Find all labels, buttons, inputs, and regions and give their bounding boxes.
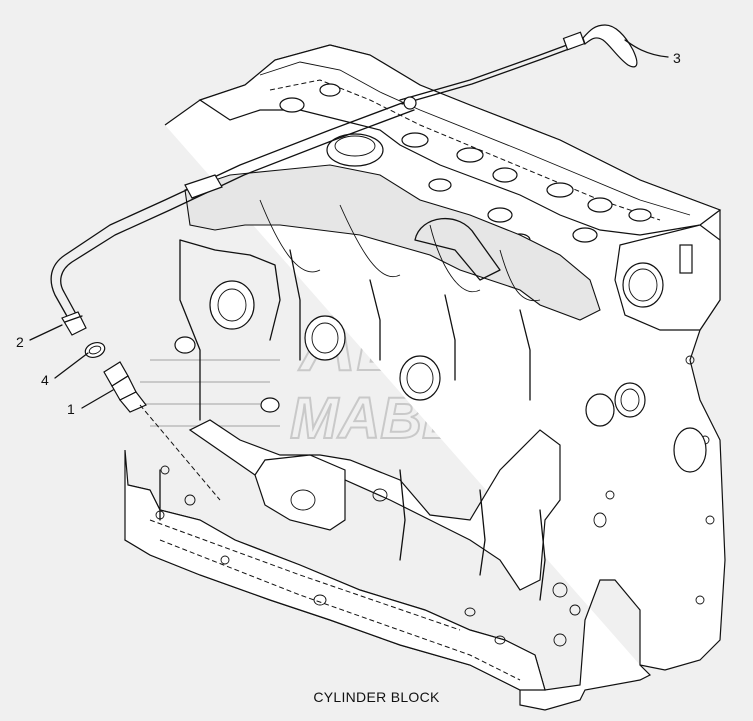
diagram-caption: CYLINDER BLOCK (313, 689, 440, 705)
o-ring (84, 341, 106, 359)
callout-2: 2 (16, 334, 24, 350)
cylinder-block (124, 44, 726, 711)
callout-leaders (29, 39, 669, 409)
callout-3: 3 (673, 50, 681, 66)
callout-labels: 2 4 1 3 (16, 50, 681, 417)
callout-4: 4 (41, 372, 49, 388)
fitting (103, 361, 221, 501)
callout-1: 1 (67, 401, 75, 417)
dipstick-guide-tube (50, 96, 417, 336)
dipstick (399, 24, 638, 105)
